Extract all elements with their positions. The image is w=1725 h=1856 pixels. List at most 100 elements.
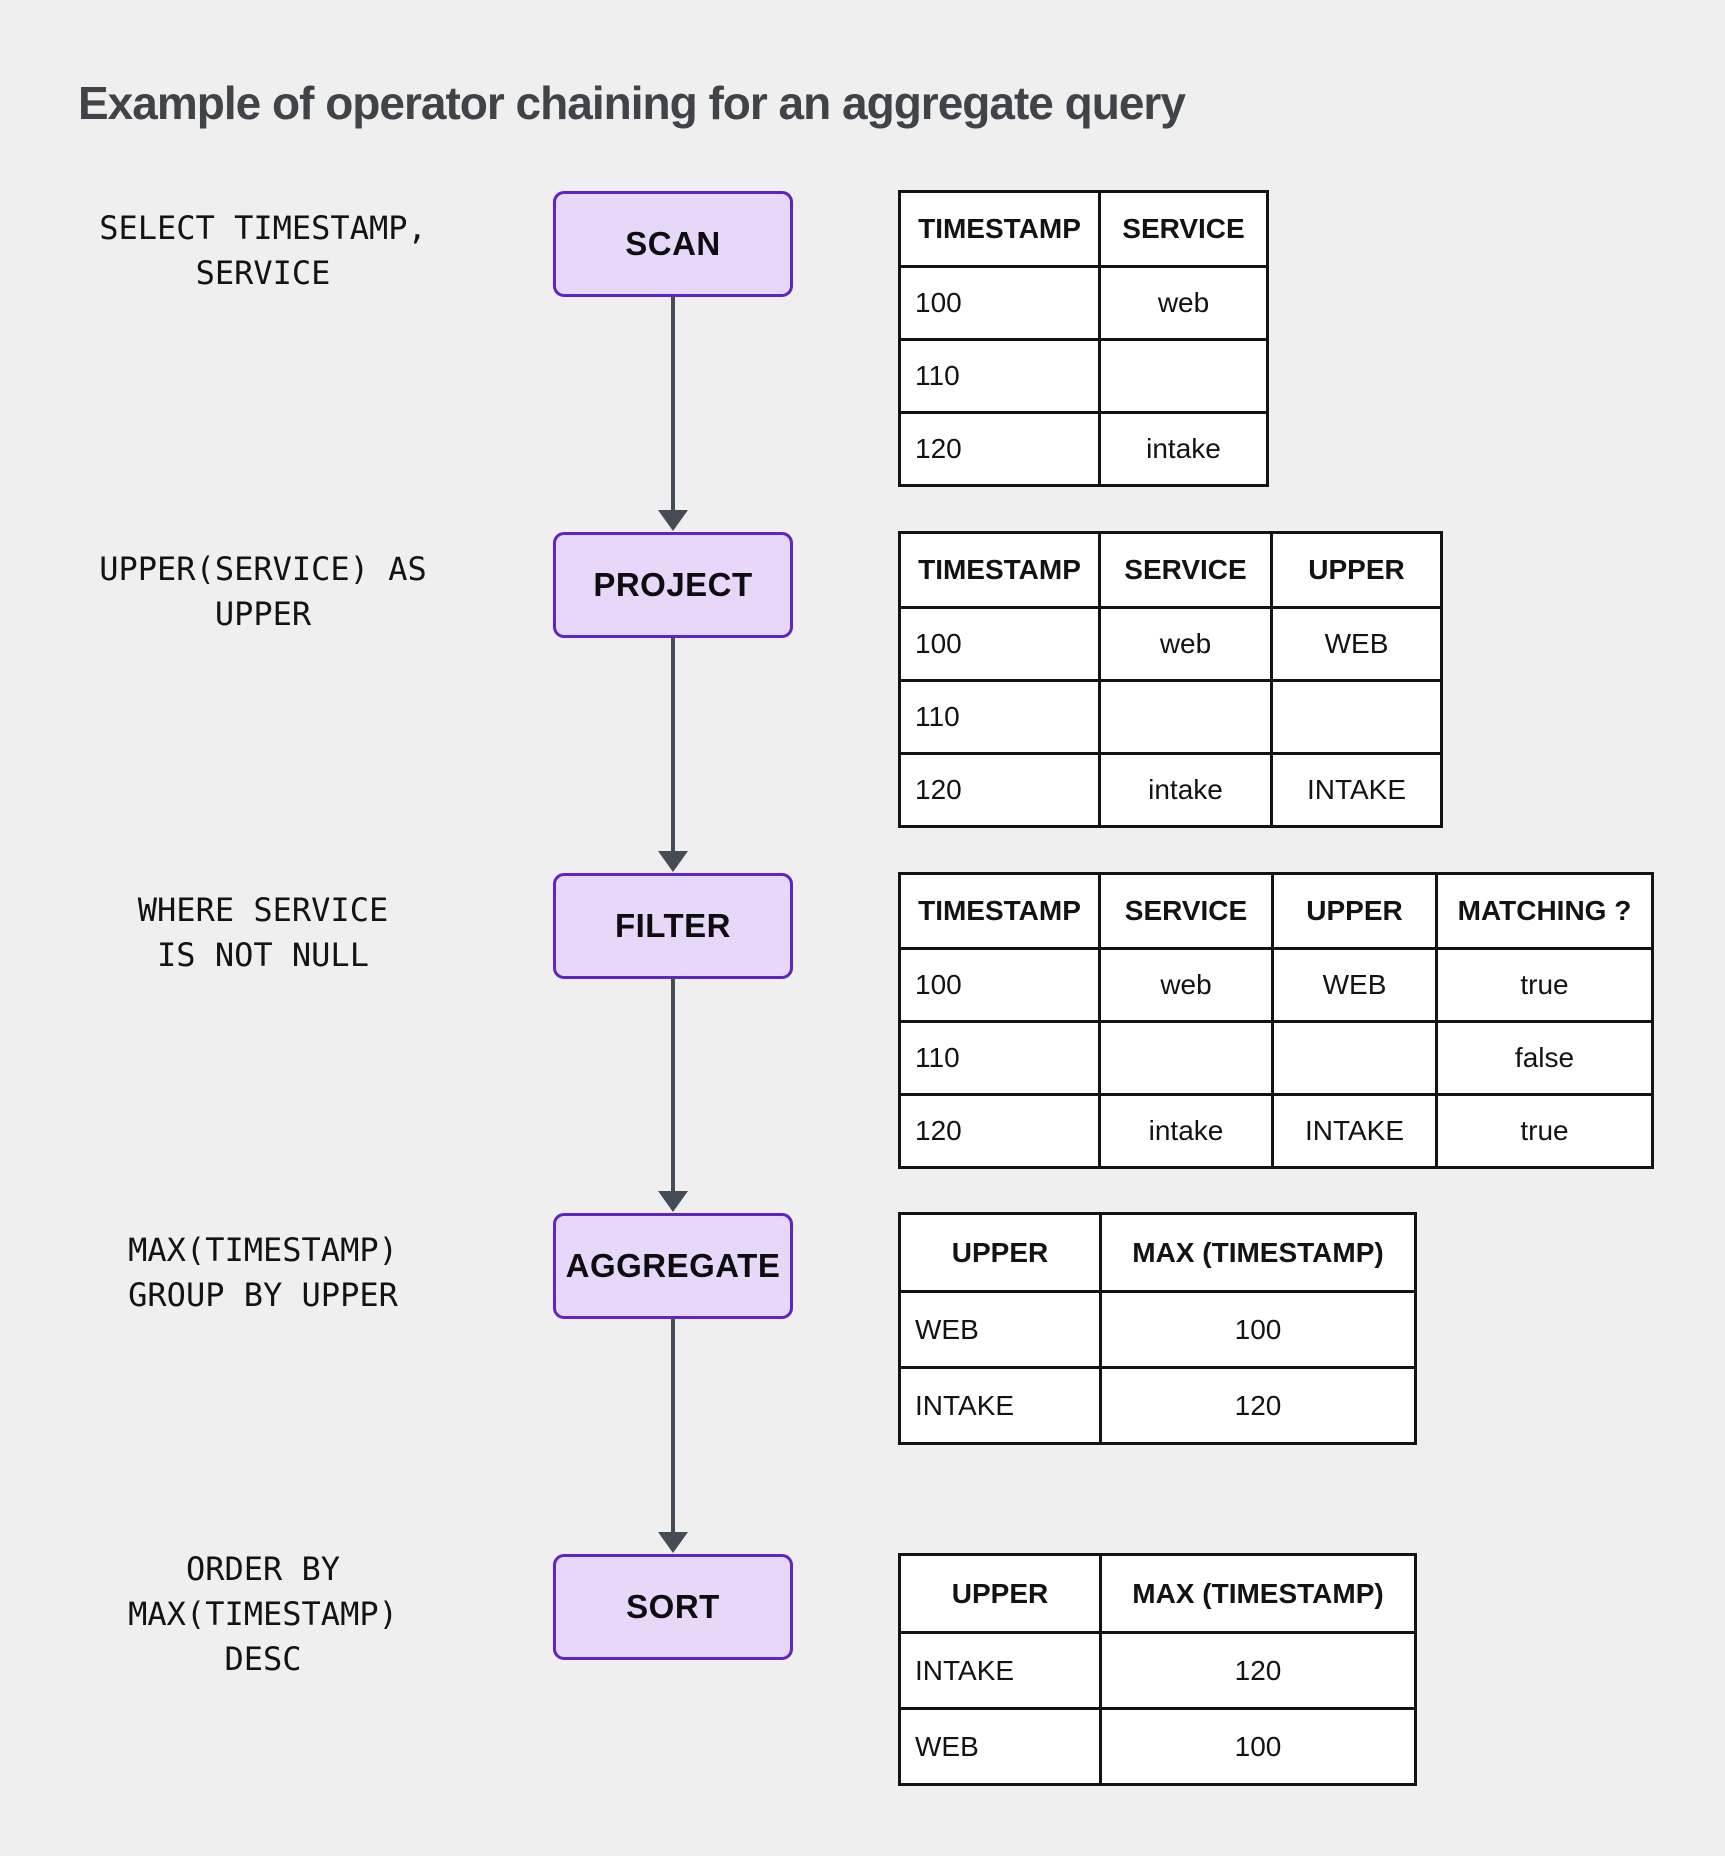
table-cell: true — [1435, 947, 1654, 1023]
operator-name: FILTER — [614, 907, 732, 944]
table-cell: 120 — [1099, 1631, 1417, 1710]
column-header: UPPER — [1271, 872, 1438, 950]
table-cell — [1271, 1020, 1438, 1096]
operator-name: SCAN — [625, 225, 721, 262]
table-cell: 100 — [1099, 1290, 1417, 1369]
column-header: TIMESTAMP — [898, 190, 1101, 268]
page-title: Example of operator chaining for an aggr… — [78, 77, 1186, 129]
operator-box-aggregate: AGGREGATE — [553, 1213, 793, 1319]
column-header: MATCHING ? — [1435, 872, 1654, 950]
operator-name: SORT — [626, 1588, 720, 1625]
table-cell: 120 — [898, 1093, 1101, 1169]
column-header: UPPER — [898, 1553, 1102, 1634]
arrow-head-icon — [658, 510, 688, 531]
arrow-line — [671, 637, 675, 853]
stage-label-line: UPPER(SERVICE) AS — [99, 550, 427, 588]
column-header: MAX (TIMESTAMP) — [1099, 1553, 1417, 1634]
table-row: 110 false — [898, 1020, 1654, 1096]
table-cell — [1270, 679, 1443, 755]
stage-label-line: DESC — [224, 1639, 302, 1678]
stage-label-line: SERVICE — [195, 254, 331, 292]
operator-box-project: PROJECT — [553, 532, 793, 638]
column-header: TIMESTAMP — [898, 872, 1101, 950]
table-cell: 120 — [1099, 1366, 1417, 1445]
stage-label-line: UPPER — [214, 595, 312, 633]
table-cell: 110 — [898, 1020, 1101, 1096]
column-header: MAX (TIMESTAMP) — [1099, 1212, 1417, 1293]
stage-label-line: IS NOT NULL — [157, 936, 369, 974]
table-cell: web — [1098, 947, 1274, 1023]
table-cell — [1098, 1020, 1274, 1096]
stage-label-line: WHERE SERVICE — [137, 891, 389, 929]
table-cell: false — [1435, 1020, 1654, 1096]
operator-box-sort: SORT — [553, 1554, 793, 1660]
operator-box-scan: SCAN — [553, 191, 793, 297]
table-cell: web — [1098, 265, 1269, 341]
operator-box-filter: FILTER — [553, 873, 793, 979]
column-header: SERVICE — [1098, 190, 1269, 268]
column-header: SERVICE — [1098, 531, 1273, 609]
table-cell: 110 — [898, 679, 1101, 755]
stage-label-line: SELECT TIMESTAMP, — [99, 209, 427, 247]
table-cell — [1098, 679, 1273, 755]
table-cell: 100 — [1099, 1707, 1417, 1786]
table-cell — [1098, 338, 1269, 414]
table-cell: 120 — [898, 752, 1101, 828]
table-cell: web — [1098, 606, 1273, 682]
operator-name: PROJECT — [593, 566, 753, 603]
stage-label-line: GROUP BY UPPER — [128, 1276, 398, 1314]
column-header: UPPER — [1270, 531, 1443, 609]
operator-name: AGGREGATE — [565, 1247, 781, 1284]
table-row: 110 — [898, 338, 1269, 414]
stage-label-sort: ORDER BY MAX(TIMESTAMP) DESC — [33, 1547, 493, 1682]
stage-label-aggregate: MAX(TIMESTAMP)GROUP BY UPPER — [33, 1228, 493, 1318]
stage-label-scan: SELECT TIMESTAMP, SERVICE — [33, 206, 493, 296]
table-cell: WEB — [1271, 947, 1438, 1023]
table-cell: INTAKE — [1271, 1093, 1438, 1169]
table-cell: 120 — [898, 411, 1101, 487]
table-cell: INTAKE — [1270, 752, 1443, 828]
arrow-line — [671, 1318, 675, 1534]
arrow-line — [671, 978, 675, 1193]
arrow-head-icon — [658, 851, 688, 872]
arrow-head-icon — [658, 1191, 688, 1212]
table-cell: WEB — [1270, 606, 1443, 682]
stage-label-filter: WHERE SERVICE IS NOT NULL — [33, 888, 493, 978]
arrow-head-icon — [658, 1532, 688, 1553]
stage-label-line: ORDER BY — [185, 1549, 341, 1588]
table-cell: WEB — [898, 1707, 1102, 1786]
arrow-line — [671, 296, 675, 512]
table-row: 110 — [898, 679, 1443, 755]
table-cell: intake — [1098, 1093, 1274, 1169]
stage-label-project: UPPER(SERVICE) AS UPPER — [33, 547, 493, 637]
table-cell: intake — [1098, 752, 1273, 828]
table-cell: intake — [1098, 411, 1269, 487]
table-cell: INTAKE — [898, 1366, 1102, 1445]
stage-label-line: MAX(TIMESTAMP) — [128, 1594, 398, 1633]
table-cell: WEB — [898, 1290, 1102, 1369]
table-cell: 100 — [898, 606, 1101, 682]
table-cell: 100 — [898, 265, 1101, 341]
table-cell: 100 — [898, 947, 1101, 1023]
